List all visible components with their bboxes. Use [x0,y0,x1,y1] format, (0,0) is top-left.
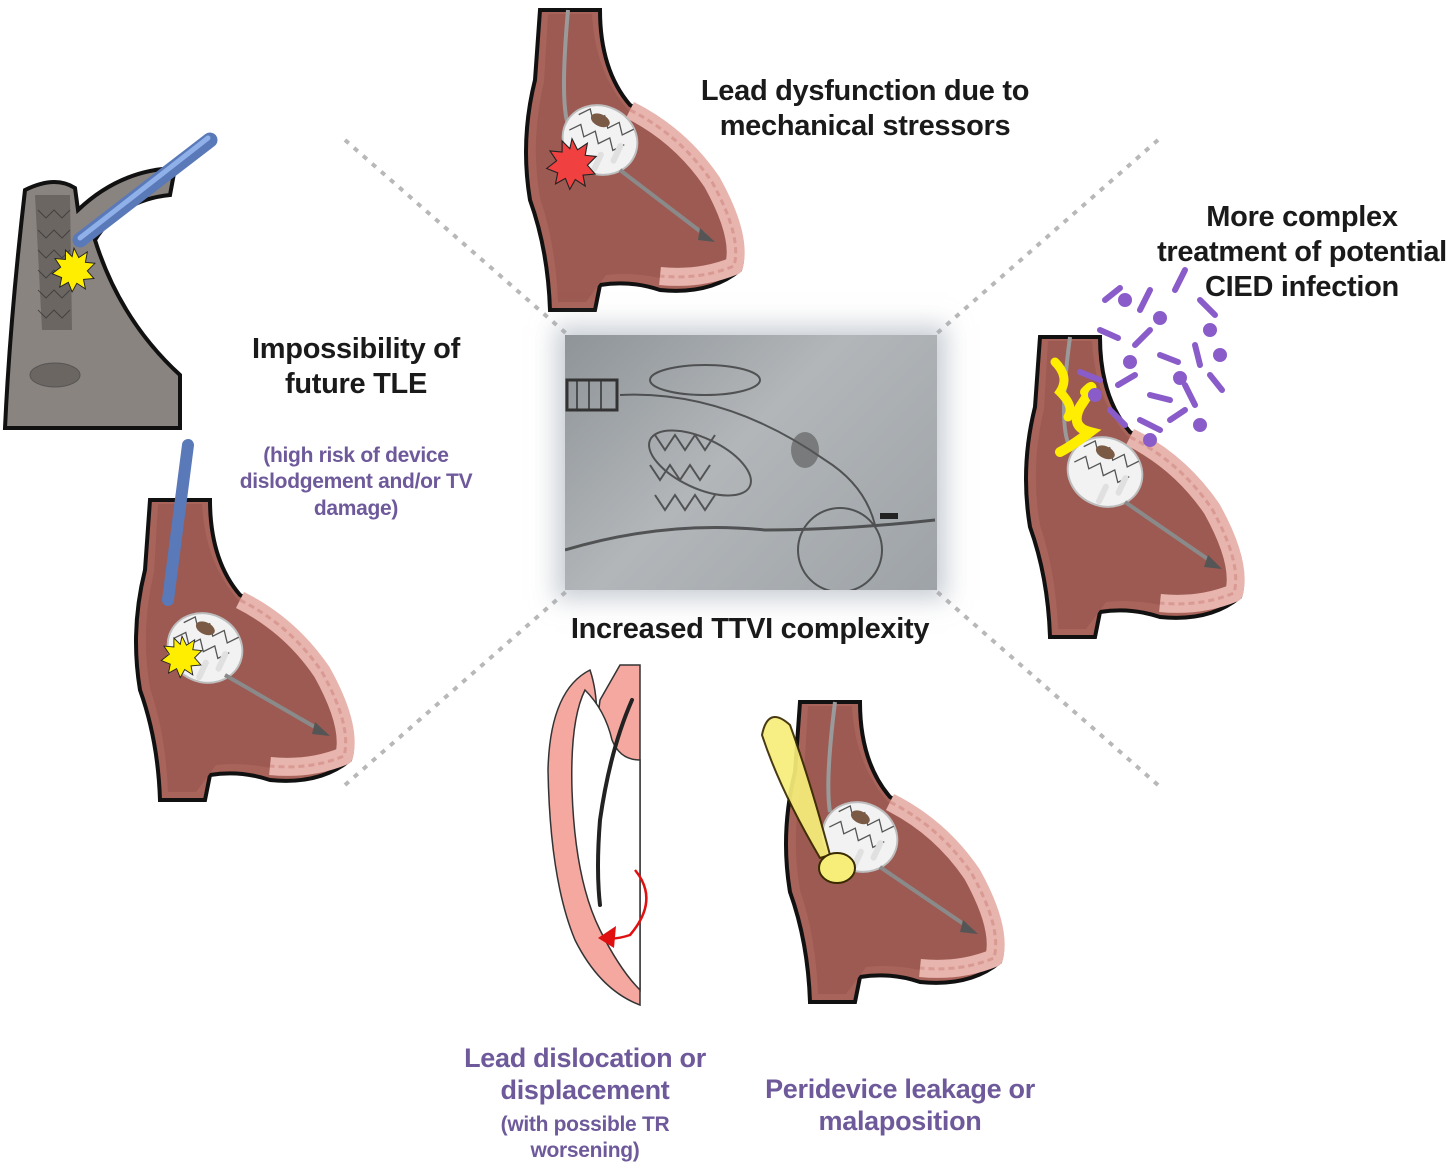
lead-wire-icon [596,698,634,907]
panel-title-cied-infection: More complex treatment of potential CIED… [1150,200,1454,304]
center-caption: Increased TTVI complexity [570,613,930,645]
divider-lines [343,138,1160,787]
panel-subtitle-tle: (high risk of device dislodgement and/or… [226,443,486,522]
subtitle-line: (high risk of device [263,444,449,467]
sheath-icon [162,439,194,606]
svc-stent-illustration [2,132,218,430]
panel-title-peridevice-leakage: Peridevice leakage or malaposition [755,1073,1045,1138]
title-line: mechanical stressors [719,109,1011,142]
divider-bottom-right [933,588,1160,787]
bacteria-cluster-icon [1077,267,1227,447]
divider-top-left [343,138,570,337]
panel-title-lead-dysfunction: Lead dysfunction due to mechanical stres… [690,74,1040,144]
red-curved-arrow-icon [598,926,616,948]
heart-illustration-lead-dysfunction [526,10,742,310]
title-line: displacement [500,1075,670,1106]
title-line: treatment of potential [1157,235,1447,268]
subtitle-line: dislodgement and/or TV [239,470,473,494]
heart-illustration-tle [136,500,352,800]
title-line: future TLE [285,367,427,400]
subtitle-line: worsening) [530,1139,640,1163]
panel-subtitle-lead-dislocation: (with possible TR worsening) [455,1112,715,1165]
fluoroscopy-image [565,335,937,590]
divider-bottom-left [343,588,570,787]
title-line: CIED infection [1205,270,1399,303]
divider-top-right [933,138,1160,337]
subtitle-line: (with possible TR [500,1113,670,1136]
title-line: Lead dysfunction due to [700,75,1030,107]
yellow-leak-jet-icon [760,716,856,884]
fluoroscopy-device-icon [565,364,936,590]
subtitle-line: damage) [313,496,399,520]
title-line: Impossibility of [252,333,460,365]
panel-title-lead-dislocation: Lead dislocation or displacement [455,1042,715,1107]
heart-schematic-lead-dislocation [547,664,648,1007]
title-line: Peridevice leakage or [765,1074,1035,1104]
title-line: malaposition [818,1106,982,1137]
heart-illustration-leakage [786,702,1002,1002]
title-line: More complex [1206,201,1398,233]
heart-illustration-infection [1026,337,1242,637]
title-line: Lead dislocation or [464,1043,706,1073]
panel-title-tle: Impossibility of future TLE [226,332,486,402]
